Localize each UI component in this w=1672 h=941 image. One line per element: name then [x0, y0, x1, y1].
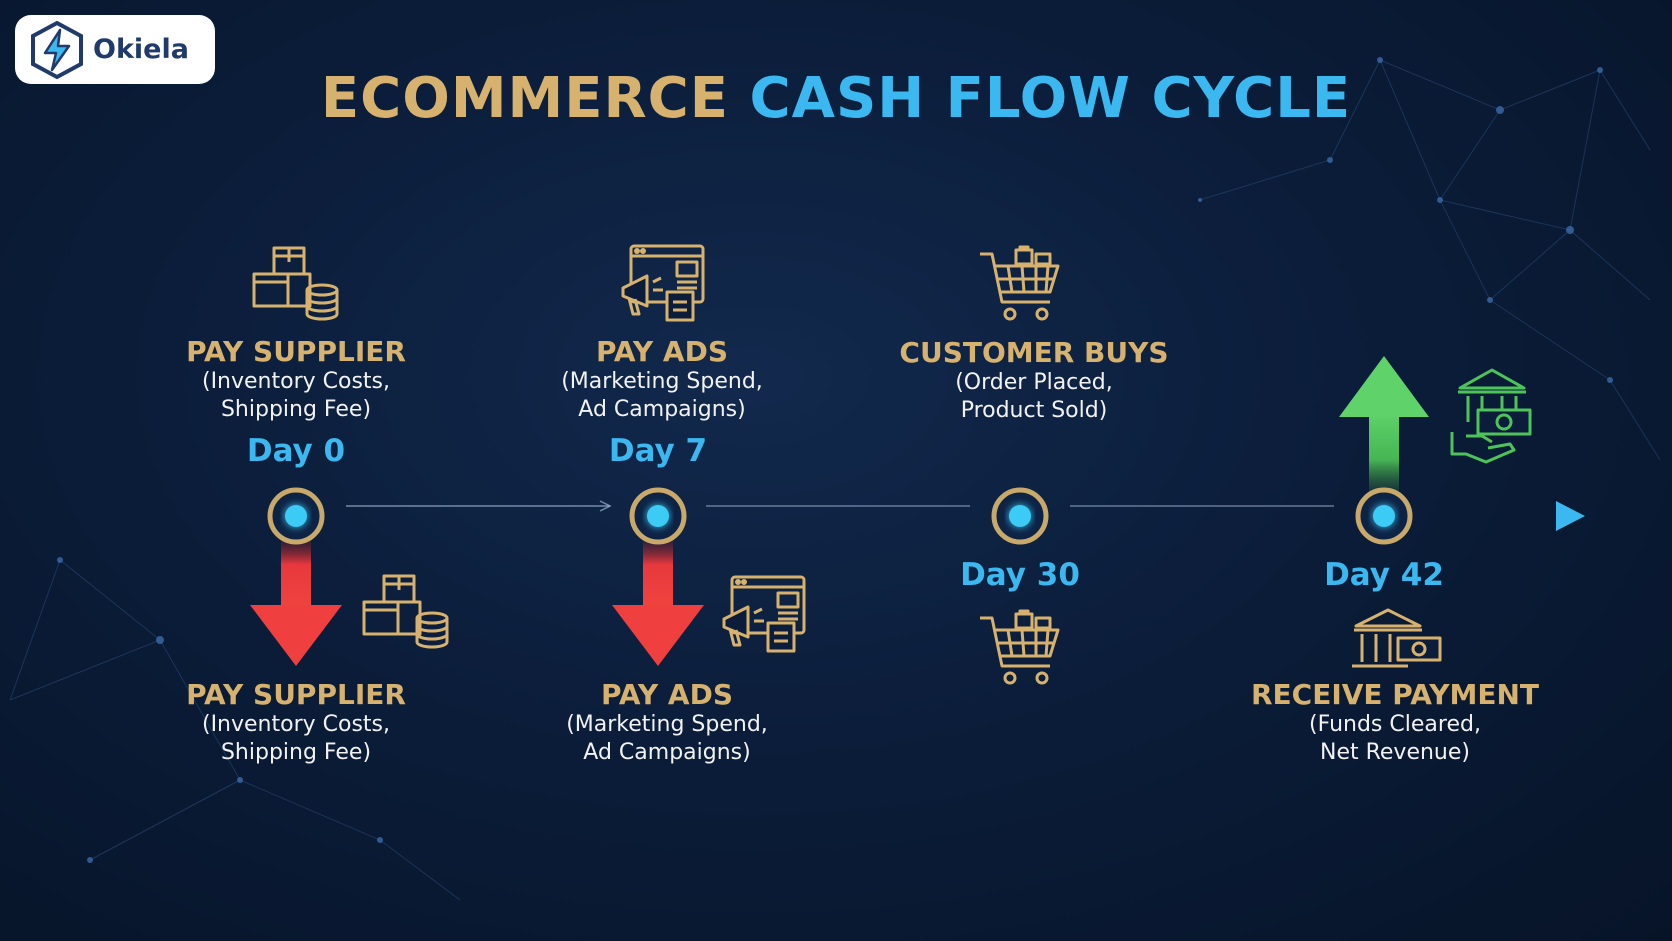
stage-heading: CUSTOMER BUYS	[899, 336, 1169, 369]
shopping-cart-icon	[980, 245, 1060, 321]
timeline-line	[95, 500, 1585, 531]
stage-heading: RECEIVE PAYMENT	[1250, 678, 1540, 711]
timeline-node-day0	[267, 487, 325, 545]
stage-heading: PAY SUPPLIER	[186, 335, 406, 368]
stage-receive-payment-bottom: RECEIVE PAYMENT (Funds Cleared, Net Reve…	[1225, 678, 1565, 767]
day-label-42: Day 42	[1324, 557, 1444, 593]
stage-pay-supplier-top: PAY SUPPLIER (Inventory Costs, Shipping …	[131, 335, 461, 424]
stage-customer-buys-top: CUSTOMER BUYS (Order Placed, Product Sol…	[869, 336, 1199, 425]
outflow-arrow-day7	[612, 540, 704, 666]
timeline-node-day7	[629, 487, 687, 545]
stage-detail-line1: (Marketing Spend,	[561, 369, 763, 394]
stage-detail-line1: (Marketing Spend,	[566, 712, 768, 737]
stage-heading: PAY SUPPLIER	[186, 678, 406, 711]
stage-heading: PAY ADS	[595, 335, 729, 368]
stage-detail-line1: (Funds Cleared,	[1309, 712, 1481, 737]
stage-pay-supplier-bottom: PAY SUPPLIER (Inventory Costs, Shipping …	[131, 678, 461, 767]
stage-detail-line1: (Inventory Costs,	[201, 712, 391, 737]
stage-detail-line1: (Order Placed,	[955, 370, 1113, 395]
stage-detail-line2: Net Revenue)	[1319, 740, 1470, 765]
boxes-coins-icon	[252, 246, 339, 321]
bank-cash-icon	[1352, 608, 1442, 668]
inflow-arrow-day42	[1339, 356, 1429, 492]
title-part-2: CASH FLOW CYCLE	[749, 66, 1352, 131]
stage-heading: PAY ADS	[600, 678, 734, 711]
day-label-0: Day 0	[246, 433, 346, 469]
day-label-7: Day 7	[608, 433, 708, 469]
brand-logo[interactable]: Okiela	[15, 15, 215, 84]
day-label-30: Day 30	[960, 557, 1080, 593]
boxes-coins-icon	[362, 574, 449, 649]
stage-detail-line2: Product Sold)	[960, 398, 1108, 423]
page-title: ECOMMERCE CASH FLOW CYCLE	[0, 66, 1672, 131]
ad-megaphone-icon	[722, 575, 806, 653]
stage-pay-ads-bottom: PAY ADS (Marketing Spend, Ad Campaigns)	[502, 678, 832, 767]
title-part-1: ECOMMERCE	[320, 66, 729, 131]
stage-detail-line2: Ad Campaigns)	[578, 397, 746, 422]
outflow-arrow-day0	[250, 540, 342, 666]
stage-detail-line2: Shipping Fee)	[220, 740, 372, 765]
stage-detail-line2: Ad Campaigns)	[583, 740, 751, 765]
ad-megaphone-icon	[621, 244, 705, 322]
bank-cash-icon	[1450, 368, 1532, 464]
stage-detail-line1: (Inventory Costs,	[201, 369, 391, 394]
stage-detail-line2: Shipping Fee)	[220, 397, 372, 422]
stage-pay-ads-top: PAY ADS (Marketing Spend, Ad Campaigns)	[497, 335, 827, 424]
timeline-node-day30	[991, 487, 1049, 545]
brand-name: Okiela	[93, 34, 189, 65]
timeline-node-day42	[1355, 487, 1413, 545]
shopping-cart-icon	[980, 609, 1060, 685]
lightning-hexagon-icon	[31, 20, 83, 79]
